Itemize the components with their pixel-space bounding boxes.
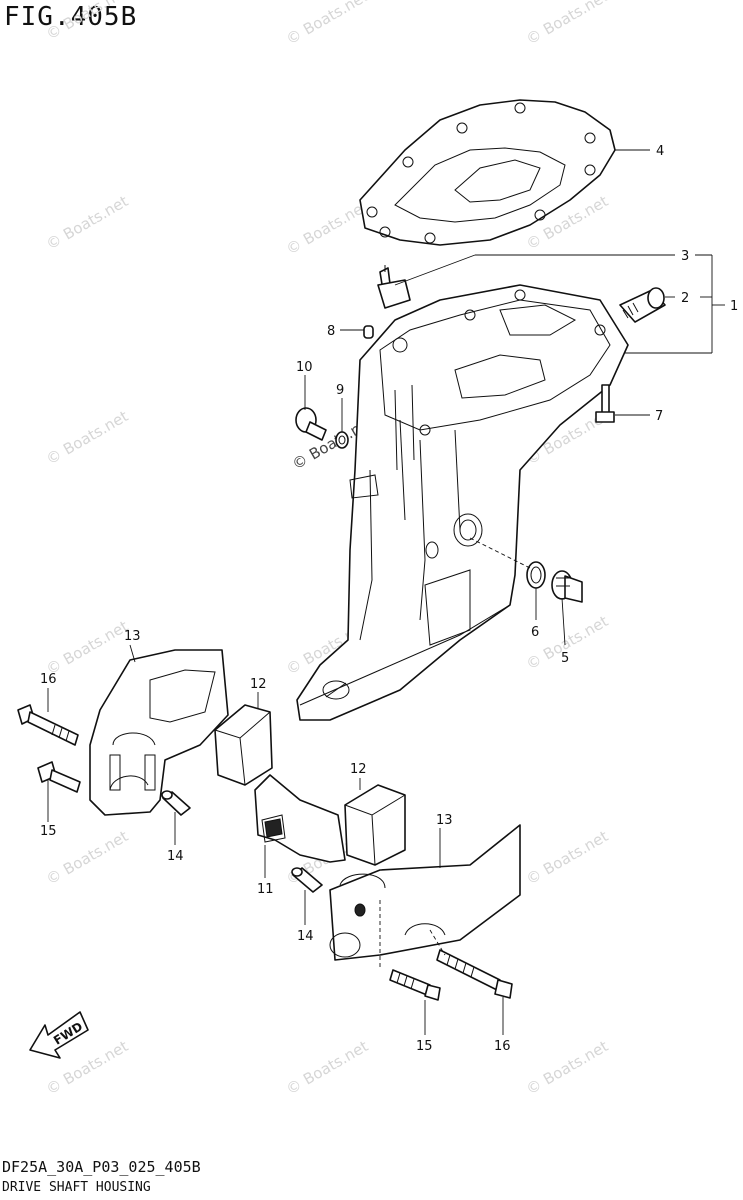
callout-11: 11: [257, 882, 274, 897]
watermark: © Boats.net: [523, 1037, 611, 1098]
mount-rubber-part-12-right: [344, 784, 406, 866]
callout-13-right: 13: [436, 813, 453, 828]
pin-part-14-left: [161, 790, 191, 816]
bolt-part-7: [595, 384, 615, 423]
plug-part-10: [295, 407, 327, 441]
callout-13-left: 13: [124, 629, 141, 644]
figure-title: FIG.405B: [4, 2, 138, 32]
watermark: © Boats.net: [43, 192, 131, 253]
callout-4: 4: [656, 144, 664, 159]
callout-9: 9: [336, 383, 344, 398]
watermark: © Boats.net: [43, 407, 131, 468]
watermark: © Boats.net: [523, 0, 611, 48]
watermark: © Boats.net: [43, 617, 131, 678]
mount-rubber-part-12-left: [214, 704, 273, 786]
mount-bracket-part-13-left: [89, 649, 229, 816]
figure-code: DF25A_30A_P03_025_405B: [2, 1158, 201, 1176]
bolt-part-16-right: [436, 949, 513, 999]
grommet-part-2: [619, 287, 666, 323]
watermark: © Boats.net: [43, 0, 131, 43]
callout-7: 7: [655, 409, 663, 424]
pin-part-14-right: [291, 867, 323, 893]
gasket-part-9: [335, 431, 349, 449]
dowel-pin-part-8: [363, 325, 374, 339]
callout-16-right: 16: [494, 1039, 511, 1054]
callout-1: 1: [730, 299, 738, 314]
bolt-part-16-left: [17, 704, 79, 746]
callout-3: 3: [681, 249, 689, 264]
figure-name: DRIVE SHAFT HOUSING: [2, 1180, 151, 1195]
watermark: © Boats.net: [283, 197, 371, 258]
callout-10: 10: [296, 360, 313, 375]
washer-part-6: [526, 561, 546, 589]
plug-part-5: [551, 570, 583, 603]
callout-8: 8: [327, 324, 335, 339]
callout-14-left: 14: [167, 849, 184, 864]
callout-15-right: 15: [416, 1039, 433, 1054]
watermark: © Boats.net: [283, 0, 371, 48]
callout-6: 6: [531, 625, 539, 640]
callout-5: 5: [561, 651, 569, 666]
callout-16-left: 16: [40, 672, 57, 687]
callout-14-right: 14: [297, 929, 314, 944]
callout-12-left: 12: [250, 677, 267, 692]
callout-15-left: 15: [40, 824, 57, 839]
callout-2: 2: [681, 291, 689, 306]
leader-lines: [47, 149, 725, 1035]
bracket-part-11: [254, 774, 346, 863]
callout-12-right: 12: [350, 762, 367, 777]
mount-bracket-part-13-right: [329, 824, 521, 961]
drive-shaft-housing-part-1: [296, 284, 629, 721]
water-tube-part-3: [377, 265, 411, 309]
watermark: © Boats.net: [283, 1037, 371, 1098]
bolt-part-15-left: [37, 761, 81, 793]
bolt-part-15-right: [389, 969, 441, 1001]
watermark: © Boats.net: [523, 827, 611, 888]
forward-arrow-icon: FWD: [29, 1011, 89, 1059]
callout-labels: 4 3 2 1 8 10 9 7 6 5 13 16 12 15 14 12 1…: [40, 144, 738, 1054]
